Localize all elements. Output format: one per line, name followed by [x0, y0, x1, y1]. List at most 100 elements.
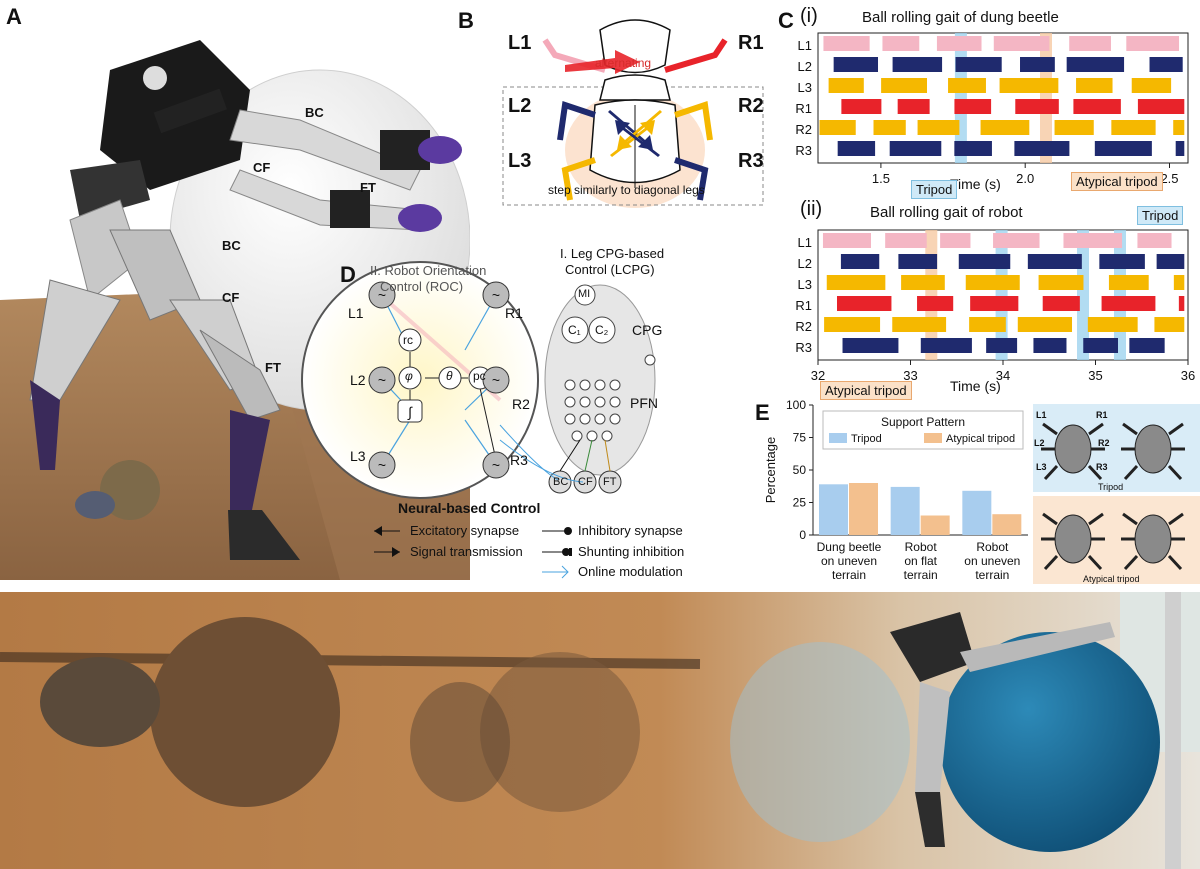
stance-bar: [954, 141, 992, 156]
icon-atypical-label: Atypical tripod: [1083, 574, 1140, 584]
stance-bar: [1156, 254, 1185, 269]
gait-sub-ii: (ii): [800, 198, 823, 220]
stance-bar: [1101, 296, 1156, 311]
svg-text:~: ~: [378, 287, 386, 303]
diagonal-caption: step similarly to diagonal legs: [548, 183, 705, 197]
stance-bar: [1076, 78, 1113, 93]
stance-bar: [1149, 57, 1183, 72]
y-tick-label: 100: [786, 398, 806, 412]
stance-bar: [1015, 99, 1059, 114]
gait-row-label: R1: [795, 101, 812, 116]
y-tick-label: 75: [793, 431, 807, 445]
node-rc: rc: [403, 333, 413, 347]
stance-bar: [1042, 296, 1080, 311]
stance-bar: [837, 141, 876, 156]
x-category-label: Robot: [905, 540, 938, 554]
stance-bar: [1020, 57, 1055, 72]
stance-bar: [892, 317, 947, 332]
stance-bar: [958, 254, 1011, 269]
icon-l1: L1: [1036, 410, 1047, 420]
icon-r2: R2: [1098, 438, 1110, 448]
stance-bar: [1083, 338, 1118, 353]
stance-bar: [1038, 275, 1084, 290]
y-tick-label: 25: [793, 496, 807, 510]
stance-bar: [986, 338, 1018, 353]
stance-bar: [897, 99, 930, 114]
stance-bar: [840, 254, 880, 269]
stance-bar: [948, 78, 986, 93]
stance-bar: [1129, 338, 1165, 353]
atypical-tag-ii: Atypical tripod: [820, 381, 912, 400]
icon-l3: L3: [1036, 462, 1047, 472]
bar-tripod: [962, 490, 992, 535]
stance-bar: [1173, 275, 1185, 290]
x-category-label: on uneven: [964, 554, 1020, 568]
svg-text:~: ~: [378, 457, 386, 473]
svg-text:~: ~: [492, 372, 500, 388]
stance-bar: [920, 338, 972, 353]
legend-swatch: [924, 433, 942, 443]
gait-row-label: L2: [798, 59, 812, 74]
stance-bar: [940, 233, 971, 248]
tripod-tag-ii: Tripod: [1137, 206, 1184, 225]
cpg-label: CPG: [632, 322, 663, 338]
x-category-label: on uneven: [821, 554, 877, 568]
bottom-photo-strip: [0, 592, 1200, 869]
gait-tick-label: 36: [1181, 368, 1195, 383]
y-axis-label: Percentage: [763, 437, 778, 504]
x-category-label: terrain: [975, 568, 1009, 582]
stance-bar: [842, 338, 899, 353]
stance-bar: [1131, 78, 1172, 93]
gait-tick-label: 33: [903, 368, 917, 383]
joint-label-cf-top: CF: [253, 160, 271, 175]
panel-b-letter: B: [458, 8, 474, 33]
stance-bar: [873, 120, 906, 135]
stance-bar: [1175, 141, 1185, 156]
icon-r3: R3: [1096, 462, 1108, 472]
tripod-tag-i: Tripod: [911, 180, 958, 199]
stance-bar: [1173, 120, 1185, 135]
stance-bar: [828, 78, 864, 93]
beetle-leg-l3: L3: [508, 150, 532, 172]
stance-bar: [836, 296, 892, 311]
stance-bar: [1027, 254, 1082, 269]
stance-bar: [965, 275, 1020, 290]
stance-bar: [1073, 99, 1121, 114]
pfn-label: PFN: [630, 395, 658, 411]
icon-l2: L2: [1034, 438, 1045, 448]
lcpg-title-line1: I. Leg CPG-based: [560, 246, 665, 261]
gait-tick-label: 1.5: [872, 171, 890, 186]
stance-bar: [917, 296, 954, 311]
gait-tick-label: 2.0: [1016, 171, 1034, 186]
gait-row-label: L3: [798, 277, 812, 292]
legend-title: Support Pattern: [881, 415, 965, 429]
node-pc: pc: [473, 369, 486, 383]
stance-bar: [1054, 120, 1094, 135]
gait-row-label: L1: [798, 38, 812, 53]
icon-r1: R1: [1096, 410, 1108, 420]
gait-row-label: R2: [795, 319, 812, 334]
stance-bar: [1063, 233, 1123, 248]
beetle-leg-r2: R2: [738, 95, 764, 117]
roc-leg-l3: L3: [350, 448, 366, 464]
roc-leg-r3: R3: [510, 452, 528, 468]
legend-swatch: [829, 433, 847, 443]
gait-xlabel-i: Time (s): [950, 176, 1001, 192]
stance-bar: [993, 36, 1050, 51]
output-cf: CF: [578, 476, 593, 488]
stance-bar: [1033, 338, 1067, 353]
gait-tick-label: 2.5: [1160, 171, 1178, 186]
stance-bar: [1137, 99, 1185, 114]
joint-label-bc-bottom: BC: [222, 238, 241, 253]
alternating-label: alternating: [595, 56, 652, 70]
beetle-leg-r3: R3: [738, 150, 764, 172]
gait-title-robot: Ball rolling gait of robot: [870, 204, 1023, 221]
node-c2: C₂: [595, 323, 609, 337]
joint-label-bc-top: BC: [305, 105, 324, 120]
bar-atypical: [992, 514, 1022, 535]
roc-leg-r2: R2: [512, 396, 530, 412]
beetle-leg-r1: R1: [738, 32, 764, 54]
stance-bar: [1154, 317, 1185, 332]
